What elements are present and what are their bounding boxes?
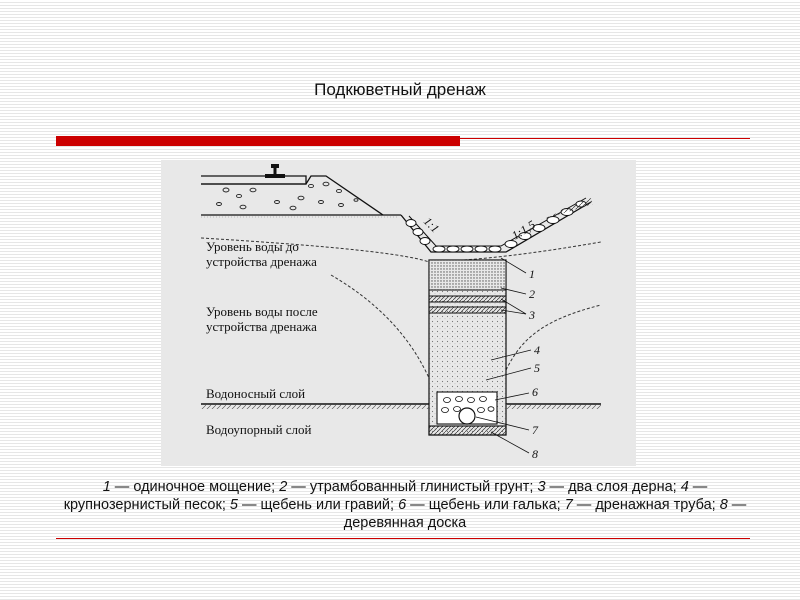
caption-text-5: — щебень или гравий; (237, 497, 399, 513)
caption-text-8: — деревянная доска (343, 497, 747, 531)
caption-num-2: 2 (279, 479, 288, 495)
divider-thin-line (460, 138, 750, 139)
aquitard-label: Водоупорный слой (206, 422, 312, 437)
slide-title: Подкюветный дренаж (314, 80, 486, 99)
caption-text-3: — два слоя дерна; (545, 479, 681, 495)
caption-text-7: — дренажная труба; (572, 497, 720, 513)
caption-num-6: 6 (398, 497, 407, 513)
drain-trench (428, 259, 507, 436)
drain-pipe-icon (458, 407, 476, 425)
wooden-board (428, 425, 507, 436)
drainage-diagram: 1:1 1:1,5 (161, 160, 636, 466)
drainage-svg: 1:1 1:1,5 (200, 164, 602, 461)
callout-1: 1 (529, 267, 535, 281)
callout-4: 4 (534, 343, 540, 357)
water-level-before-line (200, 237, 430, 263)
caption-num-4: 4 (680, 479, 689, 495)
callout-leaders (475, 257, 532, 454)
callout-3: 3 (528, 308, 535, 322)
caption-num-5: 5 (229, 497, 238, 513)
callout-5: 5 (534, 361, 540, 375)
caption-text-2: — утрамбованный глинистый грунт; (287, 479, 538, 495)
callout-6: 6 (532, 385, 538, 399)
water-after-label-2: устройства дренажа (206, 319, 317, 334)
callout-8: 8 (532, 447, 538, 461)
caption-text-4: — крупнозернистый песок; (63, 479, 708, 513)
callout-7: 7 (532, 423, 539, 437)
divider-thick-bar (56, 136, 460, 146)
water-after-label-1: Уровень воды после (206, 304, 318, 319)
aquifer-label: Водоносный слой (206, 386, 305, 401)
caption-num-3: 3 (537, 479, 546, 495)
water-before-label-1: Уровень воды до (206, 239, 299, 254)
caption-num-1: 1 (102, 479, 111, 495)
caption-num-7: 7 (564, 497, 573, 513)
water-before-label-2: устройства дренажа (206, 254, 317, 269)
caption-text-1: — одиночное мощение; (110, 479, 280, 495)
callout-2: 2 (529, 287, 535, 301)
water-level-after-line (330, 274, 430, 379)
bottom-divider (56, 538, 750, 539)
caption-text-6: — щебень или галька; (406, 497, 565, 513)
caption-num-8: 8 (719, 497, 728, 513)
ditch-paving (400, 197, 593, 253)
figure-caption: 1 — одиночное мощение; 2 — утрамбованный… (60, 478, 750, 532)
title-divider (56, 136, 750, 148)
ballast-prism (201, 175, 384, 216)
